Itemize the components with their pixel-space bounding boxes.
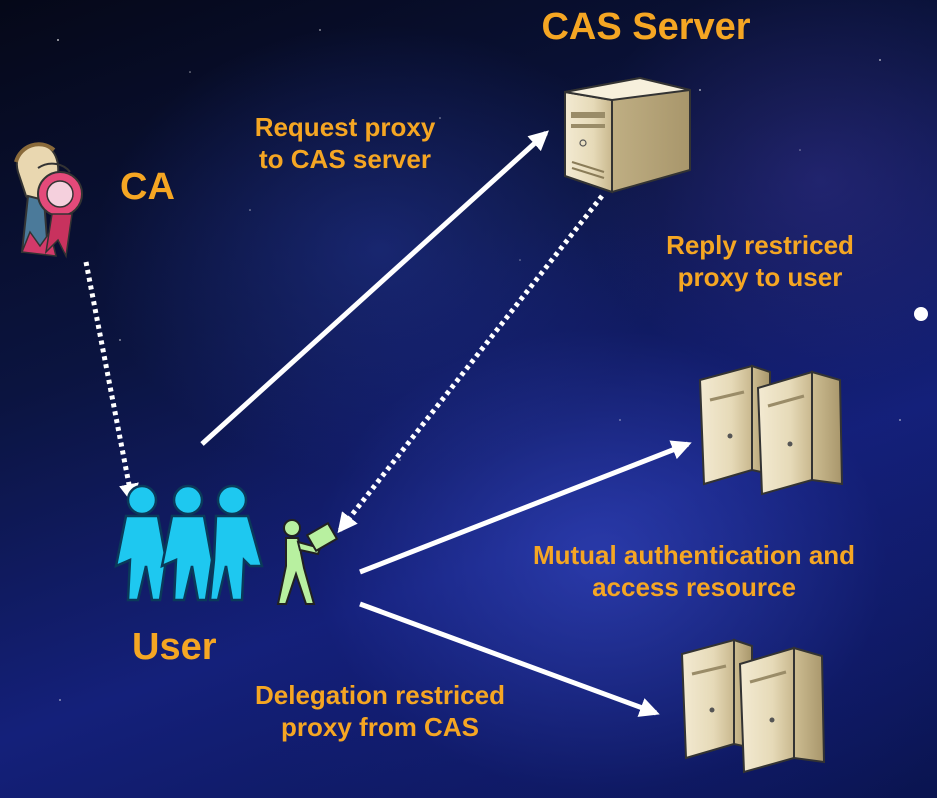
reply-proxy-line-1: Reply restriced — [666, 230, 854, 260]
delegation-label: Delegation restriced proxy from CAS — [180, 680, 580, 743]
request-proxy-label: Request proxy to CAS server — [200, 112, 490, 175]
request-proxy-line-1: Request proxy — [254, 112, 436, 142]
arrow-mutual-auth — [359, 440, 692, 575]
walker-with-key-icon — [276, 519, 339, 605]
delegation-line-2: proxy from CAS — [281, 711, 479, 742]
mutual-auth-line-2: access resource — [592, 571, 796, 602]
ca-certificate-icon — [14, 142, 83, 259]
resource-server-icon-2 — [680, 638, 826, 774]
resource-server-icon-1 — [698, 364, 844, 496]
reply-proxy-label: Reply restriced proxy to user — [610, 230, 910, 293]
user-label: User — [132, 626, 217, 668]
cas-server-icon — [564, 76, 691, 194]
mutual-auth-line-1: Mutual authentication and — [532, 540, 856, 570]
delegation-line-1: Delegation restriced — [255, 680, 505, 710]
arrow-delegation — [359, 601, 660, 717]
star-field — [57, 29, 901, 701]
bullet-dot — [914, 307, 928, 321]
reply-proxy-line-2: proxy to user — [677, 261, 843, 292]
arrow-request-proxy — [200, 130, 549, 446]
ca-label: CA — [120, 166, 175, 208]
cas-server-label: CAS Server — [541, 6, 751, 48]
mutual-auth-label: Mutual authentication and access resourc… — [452, 540, 936, 603]
user-group-icon — [114, 484, 264, 602]
request-proxy-line-2: to CAS server — [259, 143, 431, 174]
arrow-ca-to-user — [83, 261, 139, 504]
arrow-reply-proxy — [337, 194, 604, 534]
